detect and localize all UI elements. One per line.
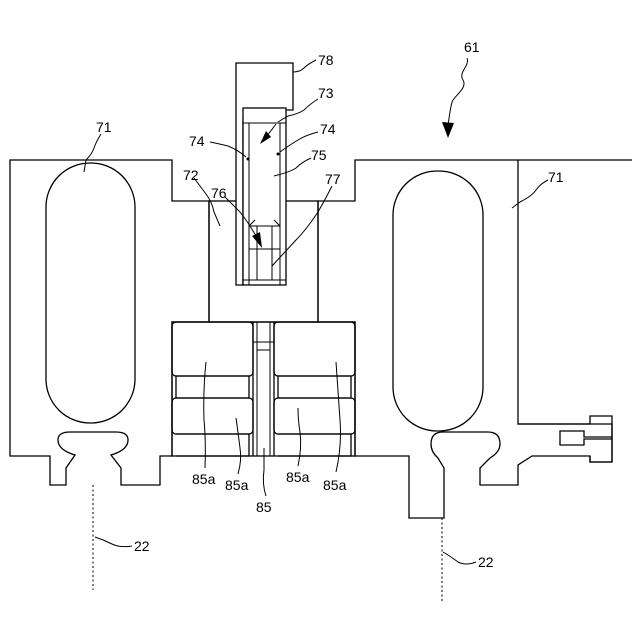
- leader-71-left: [84, 134, 101, 172]
- label-76: 76: [211, 185, 227, 201]
- arrow-61-head: [442, 122, 454, 138]
- leader-78: [293, 60, 316, 72]
- leader-74-right-dot: [277, 153, 280, 156]
- label-77: 77: [325, 171, 341, 187]
- right-body-outline: [318, 160, 632, 518]
- label-61: 61: [464, 39, 480, 55]
- label-85a-3: 85a: [286, 469, 310, 485]
- label-85a-1: 85a: [192, 471, 216, 487]
- label-74-left: 74: [189, 133, 205, 149]
- label-22-left: 22: [134, 538, 150, 554]
- label-85: 85: [256, 499, 272, 515]
- magnet-stack: [172, 322, 355, 456]
- label-73: 73: [318, 85, 334, 101]
- leader-74-left-dot: [247, 158, 250, 161]
- label-71-left: 71: [96, 119, 112, 135]
- leader-85: [263, 448, 266, 496]
- leader-85a-2: [236, 418, 241, 474]
- leader-22-left: [95, 537, 132, 547]
- label-78: 78: [318, 52, 334, 68]
- leader-85a-3: [298, 408, 301, 466]
- leader-22-right: [443, 552, 476, 564]
- label-22-right: 22: [478, 554, 494, 570]
- label-74-right: 74: [320, 121, 336, 137]
- arrow-61-leader: [448, 58, 467, 126]
- label-75: 75: [311, 147, 327, 163]
- right-notch-slot: [560, 431, 612, 445]
- label-71-right: 71: [548, 169, 564, 185]
- label-72: 72: [183, 167, 199, 183]
- label-85a-4: 85a: [323, 477, 347, 493]
- leader-85a-1: [204, 362, 206, 468]
- left-capsule: [46, 163, 135, 423]
- right-capsule: [393, 171, 483, 431]
- label-85a-2: 85a: [225, 477, 249, 493]
